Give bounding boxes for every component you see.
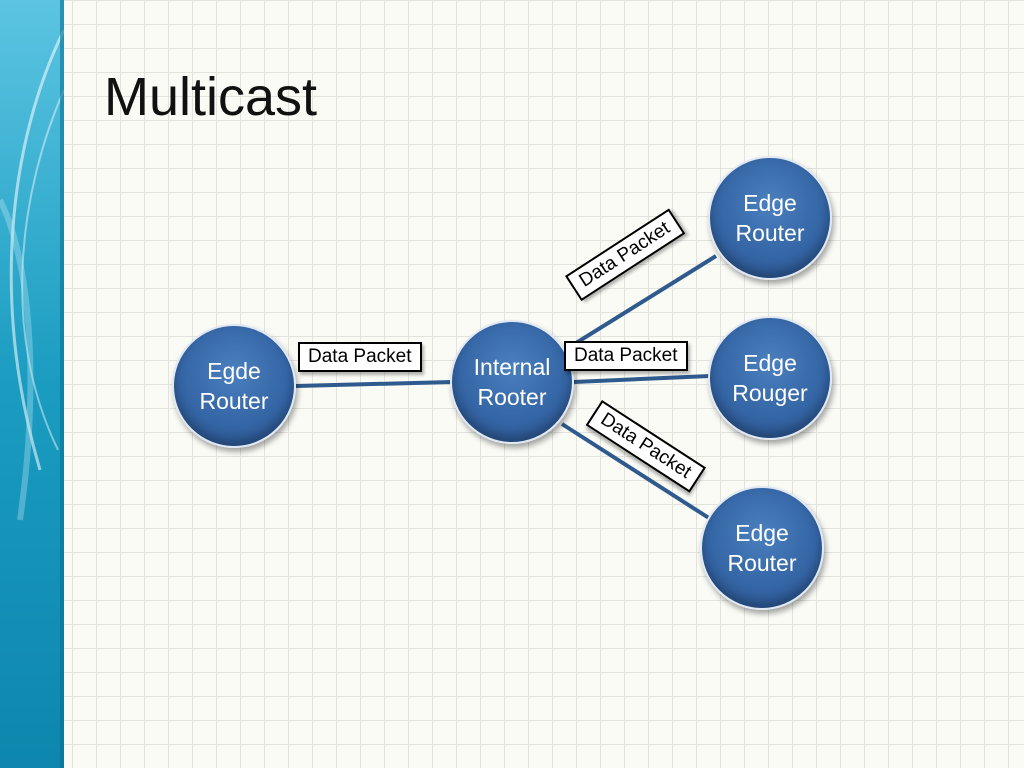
node-edge-router-top: Edge Router	[708, 156, 832, 280]
packet-label-left: Data Packet	[298, 342, 422, 372]
node-edge-router-bottom: Edge Router	[700, 486, 824, 610]
node-internal-router: Internal Rooter	[450, 320, 574, 444]
slide-title: Multicast	[104, 67, 318, 127]
link-edge-left-internal	[295, 380, 453, 388]
decorative-sidebar	[0, 0, 64, 768]
link-internal-edge-bottom	[560, 422, 714, 522]
link-internal-edge-top	[566, 254, 718, 350]
node-edge-router-middle: Edge Rouger	[708, 316, 832, 440]
link-internal-edge-middle	[573, 374, 711, 384]
packet-label-middle: Data Packet	[564, 341, 688, 371]
node-edge-router-left: Egde Router	[172, 324, 296, 448]
